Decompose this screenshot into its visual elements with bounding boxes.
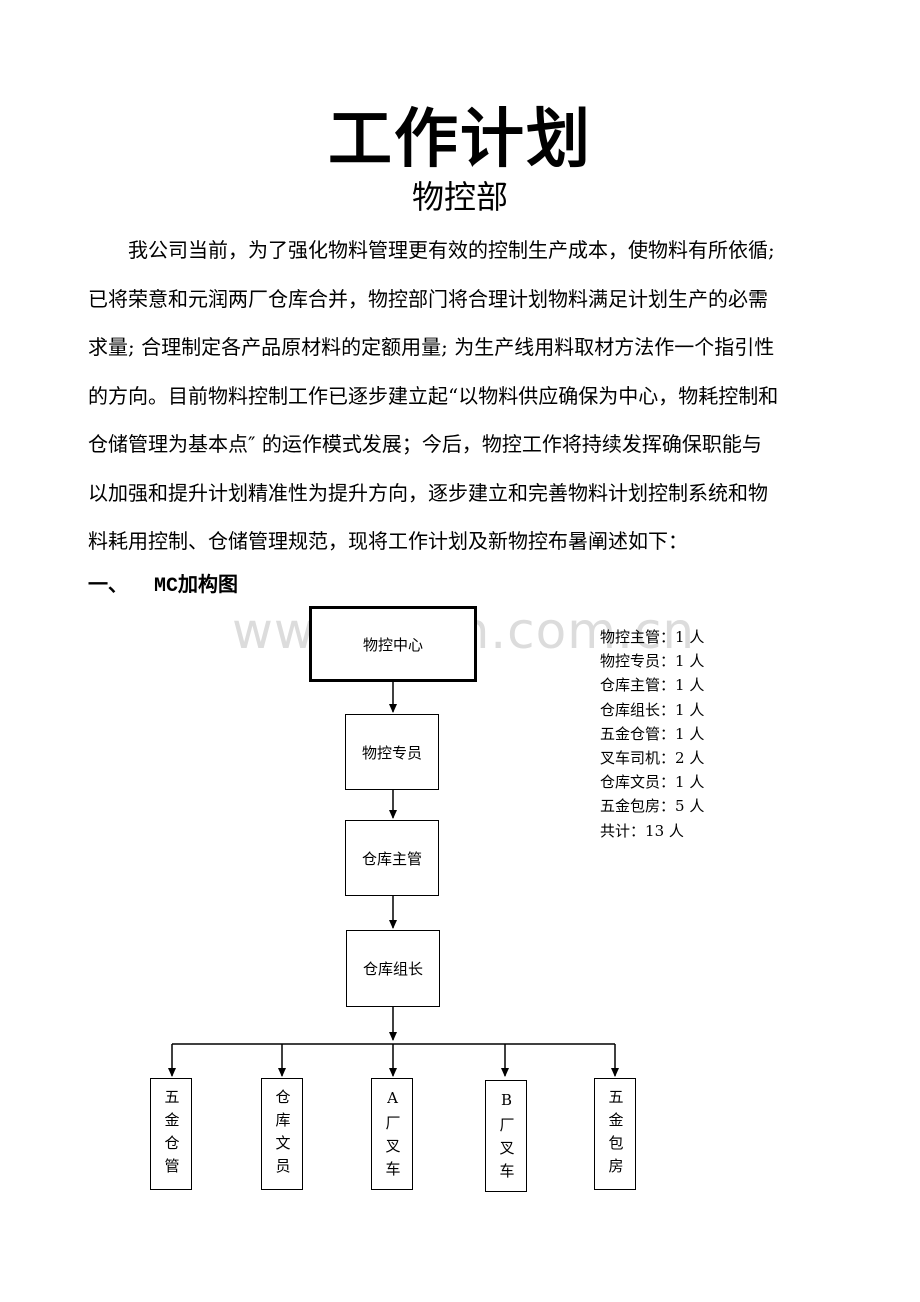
- staff-unit: 人: [689, 652, 705, 671]
- staff-row: 物控专员：1 人: [600, 652, 705, 671]
- leaf-label: 仓库文员: [273, 1089, 292, 1181]
- staff-row: 五金仓管：1 人: [600, 724, 705, 743]
- staff-unit: 人: [689, 797, 705, 816]
- paragraph-line: 已将荣意和元润两厂仓库合并，物控部门将合理计划物料满足计划生产的必需: [88, 286, 768, 311]
- section-number: 一、: [88, 572, 128, 596]
- staff-role: 仓库组长: [600, 700, 661, 719]
- leaf-label: 五金仓管: [162, 1089, 181, 1181]
- page-title: 工作计划: [328, 102, 592, 177]
- leaf-b-factory-forklift: B厂叉车: [485, 1080, 527, 1192]
- staff-unit: 人: [689, 724, 705, 743]
- staff-count: 5: [675, 797, 685, 816]
- staff-count: 2: [675, 749, 685, 768]
- staff-role: 共计: [600, 821, 631, 840]
- staff-unit: 人: [689, 773, 705, 792]
- leaf-label: B厂叉车: [497, 1091, 516, 1186]
- staff-list: 物控主管：1 人 物控专员：1 人 仓库主管：1 人 仓库组长：1 人 五金仓管…: [600, 625, 704, 843]
- staff-row: 仓库文员：1 人: [600, 773, 705, 792]
- staff-total-row: 共计：13 人: [600, 821, 684, 840]
- section-label: 加构图: [178, 572, 239, 596]
- leaf-label: 五金包房: [606, 1089, 625, 1181]
- staff-role: 物控主管: [600, 628, 661, 646]
- staff-unit: 人: [668, 821, 684, 840]
- staff-count: 1: [675, 628, 685, 646]
- staff-count: 1: [675, 652, 685, 671]
- staff-unit: 人: [689, 700, 705, 719]
- staff-row: 仓库组长：1 人: [600, 700, 705, 719]
- leaf-warehouse-clerk: 仓库文员: [261, 1078, 303, 1190]
- staff-row: 叉车司机：2 人: [600, 749, 705, 768]
- staff-row: 五金包房：5 人: [600, 797, 705, 816]
- leaf-a-factory-forklift: A厂叉车: [371, 1078, 413, 1190]
- staff-unit: 人: [689, 749, 705, 768]
- paragraph-line: 料耗用控制、仓储管理规范，现将工作计划及新物控布暑阐述如下：: [88, 529, 688, 553]
- paragraph-line: 的方向。目前物料控制工作已逐步建立起“以物料供应确保为中心，物耗控制和: [88, 383, 779, 408]
- staff-unit: 人: [689, 628, 705, 646]
- staff-count: 13: [645, 821, 665, 840]
- leaf-hardware-packing: 五金包房: [594, 1078, 636, 1190]
- staff-role: 物控专员: [600, 652, 661, 671]
- node-material-control-center: 物控中心: [309, 606, 477, 682]
- paragraph-line: 求量; 合理制定各产品原材料的定额用量; 为生产线用料取材方法作一个指引性: [88, 335, 775, 359]
- node-warehouse-leader: 仓库组长: [346, 930, 440, 1007]
- leaf-label: A厂叉车: [383, 1089, 402, 1184]
- intro-paragraph: 我公司当前，为了强化物料管理更有效的控制生产成本，使物料有所依循; 已将荣意和元…: [88, 226, 840, 566]
- staff-role: 五金包房: [600, 797, 661, 816]
- leaf-hardware-keeper: 五金仓管: [150, 1078, 192, 1190]
- staff-role: 仓库主管: [600, 676, 661, 695]
- paragraph-line: 以加强和提升计划精准性为提升方向，逐步建立和完善物料计划控制系统和物: [88, 480, 768, 505]
- staff-unit: 人: [689, 676, 705, 695]
- node-material-control-specialist: 物控专员: [345, 714, 439, 790]
- staff-count: 1: [675, 676, 685, 695]
- staff-count: 1: [675, 700, 685, 719]
- staff-count: 1: [675, 724, 685, 743]
- staff-count: 1: [675, 773, 685, 792]
- staff-role: 叉车司机: [600, 749, 661, 768]
- node-warehouse-manager: 仓库主管: [345, 820, 439, 896]
- page-subtitle: 物控部: [411, 178, 508, 216]
- staff-role: 仓库文员: [600, 773, 661, 792]
- paragraph-line: 仓储管理为基本点″ 的运作模式发展；今后，物控工作将持续发挥确保职能与: [88, 432, 762, 456]
- staff-row: 仓库主管：1 人: [600, 676, 705, 695]
- paragraph-line: 我公司当前，为了强化物料管理更有效的控制生产成本，使物料有所依循;: [88, 238, 775, 262]
- section-mc: MC: [154, 575, 179, 598]
- staff-role: 五金仓管: [600, 724, 661, 743]
- staff-row: 物控主管：1 人: [600, 628, 705, 646]
- section-heading: 一、 MC加构图: [88, 566, 238, 605]
